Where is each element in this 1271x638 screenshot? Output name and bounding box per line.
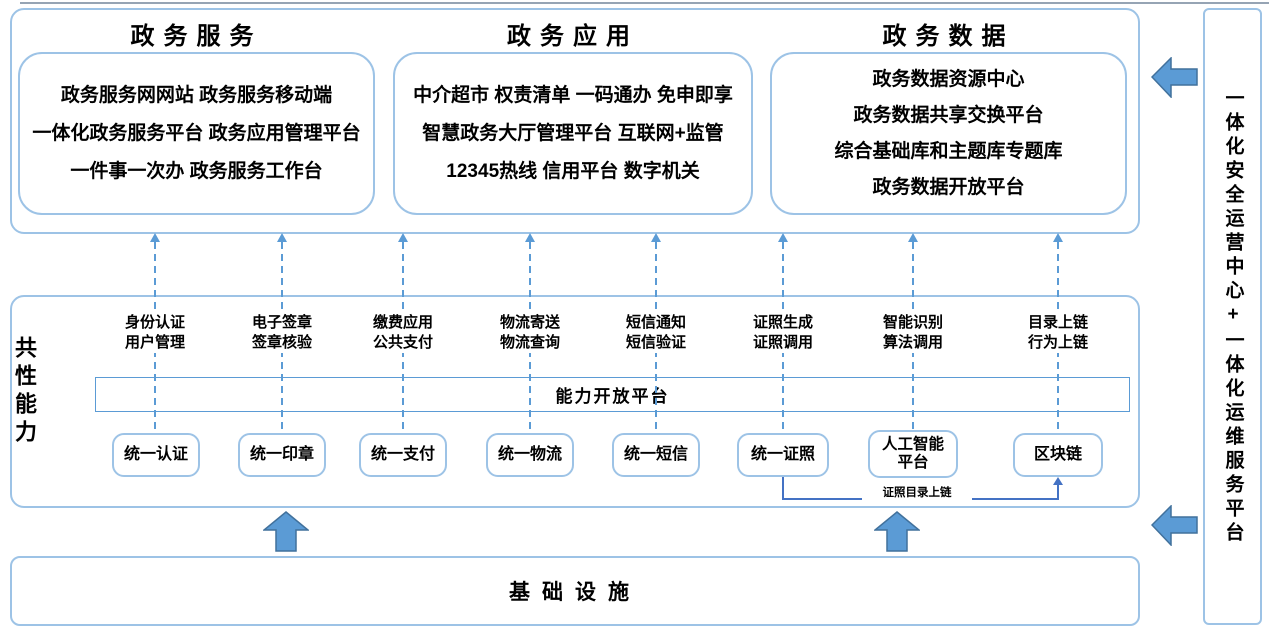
- right-side-panel-label: 一体化安全运营中心+一体化运维服务平台: [1222, 87, 1244, 546]
- applications-line: 中介超市 权责清单 一码通办 免申即享: [413, 84, 733, 106]
- top-edge-line: [20, 2, 1269, 4]
- services-content-box: 政务服务网网站 政务服务移动端 一体化政务服务平台 政务应用管理平台 一件事一次…: [18, 52, 375, 215]
- up-dashed-arrow-icon: [398, 233, 408, 242]
- applications-line: 12345热线 信用平台 数字机关: [446, 160, 700, 182]
- unit-box-auth: 统一认证: [112, 433, 200, 477]
- unit-box-sms: 统一短信: [612, 433, 700, 477]
- left-block-arrow-icon: [1151, 505, 1198, 546]
- services-line: 一件事一次办 政务服务工作台: [70, 160, 323, 182]
- applications-line: 智慧政务大厅管理平台 互联网+监管: [422, 122, 724, 144]
- data-line: 综合基础库和主题库专题库: [834, 140, 1063, 162]
- connector-line: [782, 477, 784, 500]
- unit-box-blockchain: 区块链: [1013, 433, 1103, 477]
- unit-box-logistics: 统一物流: [486, 433, 574, 477]
- open-platform-label: 能力开放平台: [555, 387, 670, 406]
- data-line: 政务数据资源中心: [872, 68, 1025, 90]
- up-block-arrow-icon: [263, 511, 309, 552]
- up-dashed-arrow-icon: [778, 233, 788, 242]
- section-title-data: 政务数据: [882, 23, 1015, 50]
- capability-label-auth: 身份认证 用户管理: [90, 313, 220, 353]
- capability-label-blockchain: 目录上链 行为上链: [993, 313, 1123, 353]
- right-side-panel: 一体化安全运营中心+一体化运维服务平台: [1203, 8, 1262, 625]
- services-line: 一体化政务服务平台 政务应用管理平台: [32, 122, 361, 144]
- unit-box-ai-platform: 人工智能 平台: [868, 430, 958, 478]
- section-title-services: 政务服务: [130, 23, 263, 50]
- left-block-arrow-icon: [1151, 57, 1198, 98]
- up-arrowhead-icon: [1053, 477, 1063, 485]
- unit-box-payment: 统一支付: [359, 433, 447, 477]
- capability-label-ai: 智能识别 算法调用: [848, 313, 978, 353]
- services-line: 政务服务网网站 政务服务移动端: [60, 84, 333, 106]
- capability-label-logistics: 物流寄送 物流查询: [465, 313, 595, 353]
- open-platform-bar: 能力开放平台: [95, 377, 1130, 412]
- capability-label-signature: 电子签章 签章核验: [217, 313, 347, 353]
- up-dashed-arrow-icon: [525, 233, 535, 242]
- capability-label-payment: 缴费应用 公共支付: [338, 313, 468, 353]
- connector-label: 证照目录上链: [862, 486, 972, 501]
- up-dashed-arrow-icon: [277, 233, 287, 242]
- unit-box-license: 统一证照: [737, 433, 829, 477]
- section-title-applications: 政务应用: [507, 23, 639, 50]
- capability-label-license: 证照生成 证照调用: [718, 313, 848, 353]
- connector-line: [1057, 483, 1059, 500]
- unit-box-seal: 统一印章: [238, 433, 326, 477]
- up-dashed-arrow-icon: [150, 233, 160, 242]
- capability-label-sms: 短信通知 短信验证: [591, 313, 721, 353]
- capability-side-label: 共性能力: [12, 336, 37, 448]
- infrastructure-label: 基础设施: [509, 581, 641, 604]
- infrastructure-box: 基础设施: [10, 556, 1140, 626]
- applications-content-box: 中介超市 权责清单 一码通办 免申即享 智慧政务大厅管理平台 互联网+监管 12…: [393, 52, 753, 215]
- data-line: 政务数据共享交换平台: [853, 104, 1044, 126]
- up-dashed-arrow-icon: [651, 233, 661, 242]
- up-block-arrow-icon: [874, 511, 920, 552]
- data-line: 政务数据开放平台: [872, 176, 1025, 198]
- up-dashed-arrow-icon: [908, 233, 918, 242]
- up-dashed-arrow-icon: [1053, 233, 1063, 242]
- data-content-box: 政务数据资源中心 政务数据共享交换平台 综合基础库和主题库专题库 政务数据开放平…: [770, 52, 1127, 215]
